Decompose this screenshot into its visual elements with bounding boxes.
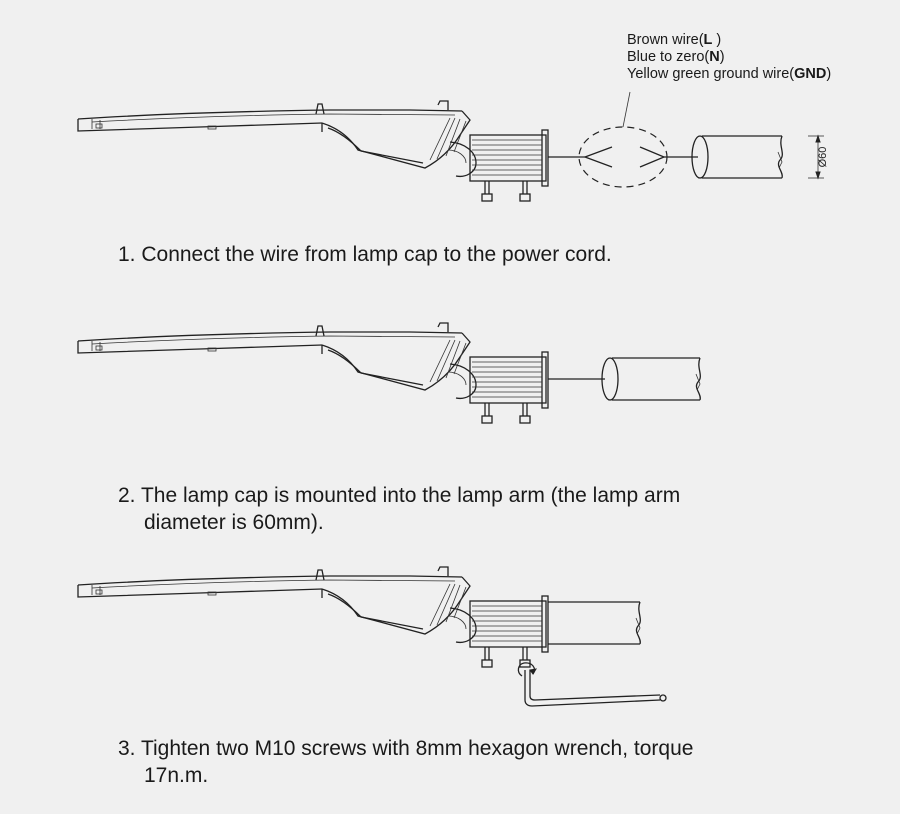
diameter-label: Ø60 (817, 147, 829, 168)
lamp-step-1 (77, 100, 549, 202)
step-3-instruction: 3. Tighten two M10 screws with 8mm hexag… (118, 737, 694, 787)
wire-label-ground: Yellow green ground wire(GND) (627, 66, 832, 82)
lamp-step-3 (77, 566, 549, 668)
pole-pipe-step-2 (601, 357, 701, 401)
wire-label-brown: Brown wire(L ) (627, 32, 722, 48)
diameter-dimension: Ø60 (808, 134, 829, 180)
pole-pipe-step-1 (691, 135, 783, 179)
hexagon-wrench (517, 662, 667, 707)
step-1-instruction: 1. Connect the wire from lamp cap to the… (118, 243, 612, 266)
wire-label-blue: Blue to zero(N) (627, 49, 725, 65)
pole-pipe-step-3 (548, 601, 641, 645)
wire-connector-left (583, 146, 613, 168)
step-2-instruction: 2. The lamp cap is mounted into the lamp… (118, 484, 681, 534)
connection-highlight-ellipse (578, 126, 668, 188)
lamp-step-2 (77, 322, 549, 424)
wire-connector-right (639, 146, 666, 168)
